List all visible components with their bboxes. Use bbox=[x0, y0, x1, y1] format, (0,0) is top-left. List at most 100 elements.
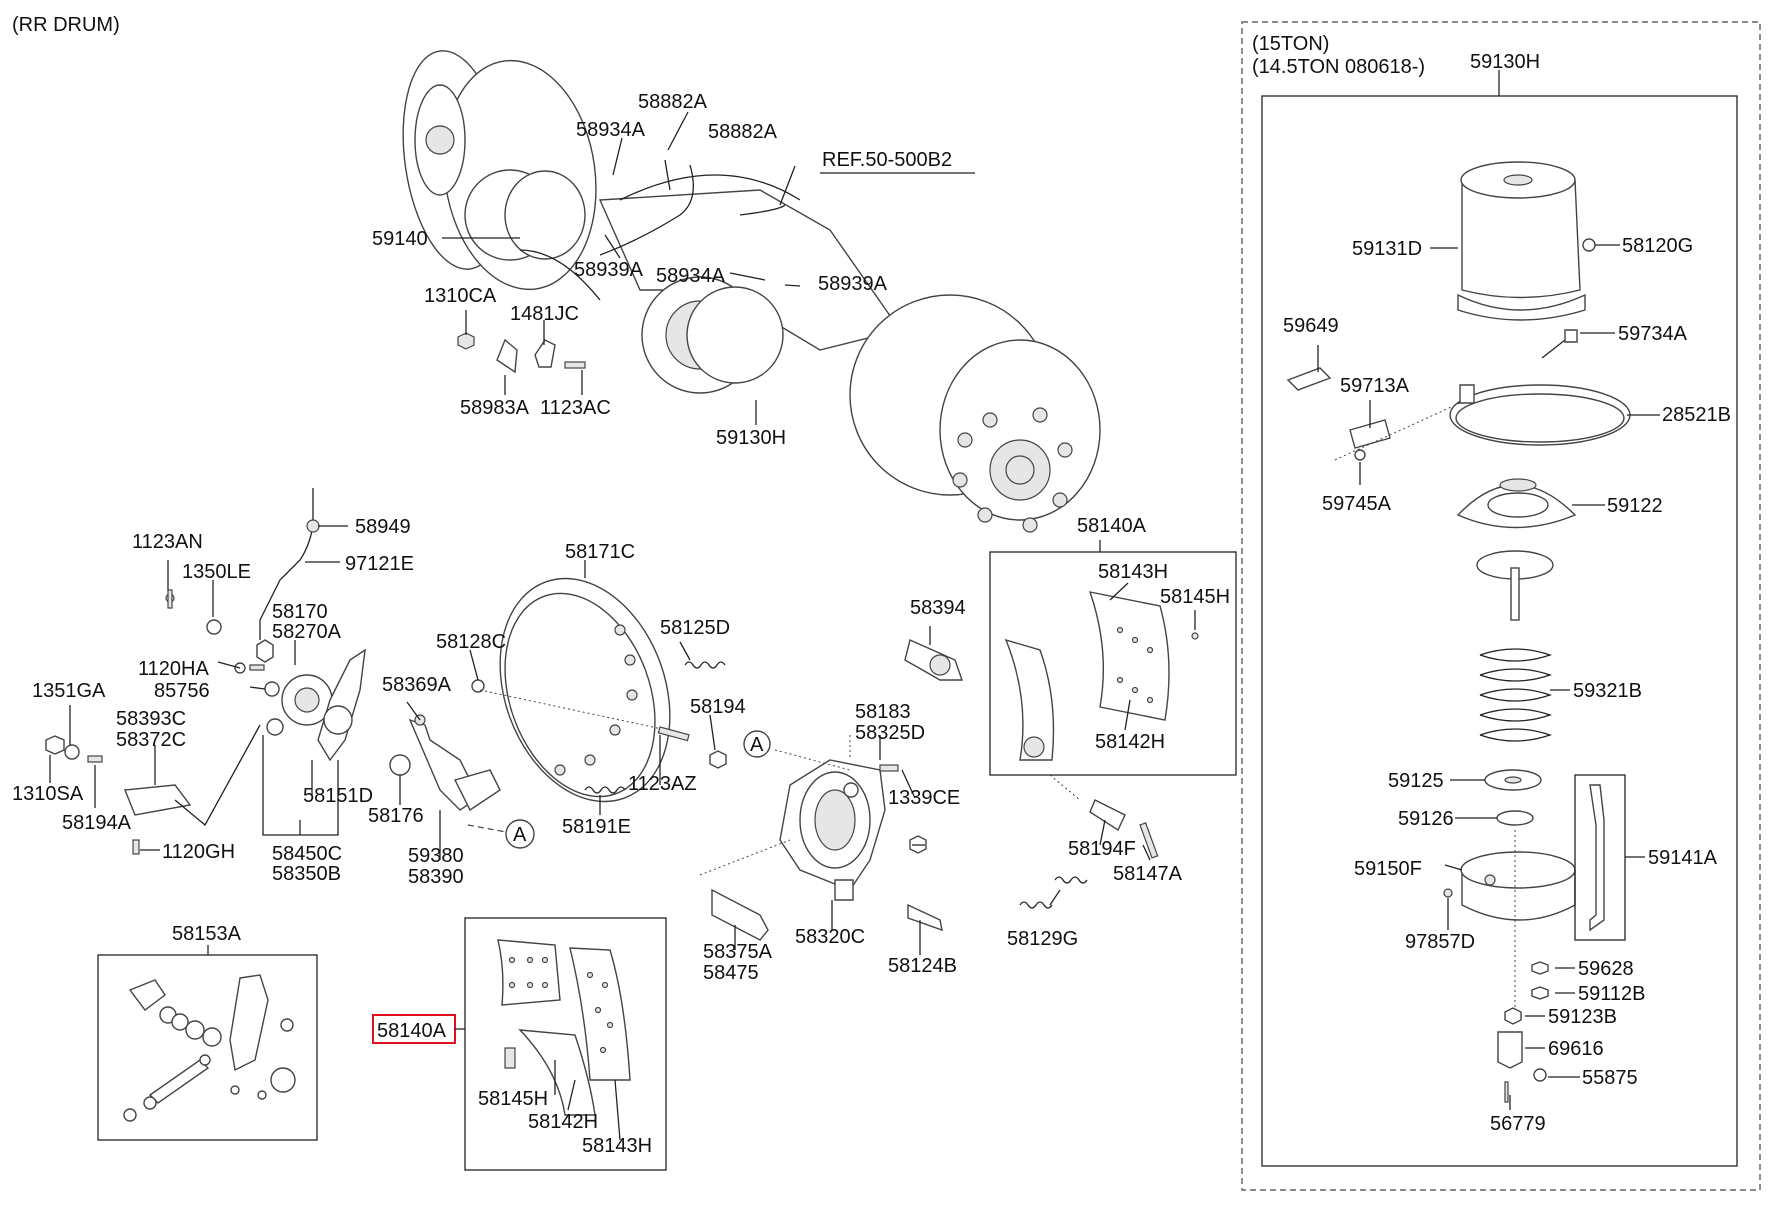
part-label[interactable]: 1310SA bbox=[12, 783, 84, 805]
part-label[interactable]: 58939A bbox=[574, 259, 644, 281]
part-label[interactable]: 58393C bbox=[116, 708, 186, 730]
variant-line-1: (15TON) bbox=[1252, 33, 1329, 55]
part-label[interactable]: 58194 bbox=[690, 696, 746, 718]
part-label[interactable]: 59380 bbox=[408, 845, 464, 867]
part-label[interactable]: 59125 bbox=[1388, 770, 1444, 792]
part-label[interactable]: 1123AC bbox=[540, 397, 611, 419]
part-label[interactable]: 58171C bbox=[565, 541, 635, 563]
brake-spider-icon bbox=[779, 759, 927, 901]
part-label[interactable]: 1351GA bbox=[32, 680, 106, 702]
part-label[interactable]: 58949 bbox=[355, 516, 411, 538]
part-label[interactable]: 97121E bbox=[345, 553, 414, 575]
part-label[interactable]: 58176 bbox=[368, 805, 424, 827]
part-label[interactable]: 58983A bbox=[460, 397, 530, 419]
part-label[interactable]: 59112B bbox=[1578, 983, 1645, 1005]
variant-dashed-box bbox=[1241, 21, 1761, 1191]
part-label[interactable]: 58142H bbox=[528, 1111, 598, 1133]
part-label[interactable]: 58153A bbox=[172, 923, 242, 945]
part-label[interactable]: 58129G bbox=[1007, 928, 1078, 950]
part-label[interactable]: 28521B bbox=[1662, 404, 1731, 426]
part-label[interactable]: 58128C bbox=[436, 631, 506, 653]
camshaft-icon bbox=[711, 639, 1159, 941]
part-label[interactable]: 58934A bbox=[576, 119, 646, 141]
part-label[interactable]: 59123B bbox=[1548, 1006, 1617, 1028]
part-label[interactable]: 58375A bbox=[703, 941, 773, 963]
part-label[interactable]: 59713A bbox=[1340, 375, 1410, 397]
part-label[interactable]: 85756 bbox=[154, 680, 210, 702]
part-label[interactable]: 56779 bbox=[1490, 1113, 1546, 1135]
part-label[interactable]: 59649 bbox=[1283, 315, 1339, 337]
part-label[interactable]: 58183 bbox=[855, 701, 911, 723]
part-label[interactable]: 59321B bbox=[1573, 680, 1642, 702]
part-label[interactable]: 58390 bbox=[408, 866, 464, 888]
part-label[interactable]: 58934A bbox=[656, 265, 726, 287]
part-label[interactable]: 58372C bbox=[116, 729, 186, 751]
part-label[interactable]: 58151D bbox=[303, 785, 373, 807]
lining-kit-box bbox=[464, 917, 667, 1171]
leader-lines bbox=[49, 111, 1660, 1141]
part-label[interactable]: 58320C bbox=[795, 926, 865, 948]
part-label[interactable]: 58120G bbox=[1622, 235, 1693, 257]
part-label[interactable]: 58882A bbox=[708, 121, 778, 143]
part-label[interactable]: 1481JC bbox=[510, 303, 579, 325]
brake-lining-icon bbox=[497, 939, 631, 1116]
part-label[interactable]: 59745A bbox=[1322, 493, 1392, 515]
part-label[interactable]: 58140A bbox=[1077, 515, 1147, 537]
part-label[interactable]: 1310CA bbox=[424, 285, 497, 307]
part-label[interactable]: 59130H bbox=[716, 427, 786, 449]
axle-hardware-icon bbox=[457, 332, 586, 374]
part-label[interactable]: 59150F bbox=[1354, 858, 1422, 880]
part-label[interactable]: 58450C bbox=[272, 843, 342, 865]
part-label[interactable]: 58194F bbox=[1068, 838, 1136, 860]
variant-assembly-label[interactable]: 59130H bbox=[1470, 51, 1540, 73]
part-label[interactable]: 58143H bbox=[582, 1135, 652, 1157]
part-label[interactable]: 97857D bbox=[1405, 931, 1475, 953]
part-label[interactable]: 58145H bbox=[478, 1088, 548, 1110]
part-label[interactable]: 58170 bbox=[272, 601, 328, 623]
part-label[interactable]: REF.50-500B2 bbox=[822, 149, 952, 171]
slack-adjuster-icon bbox=[45, 488, 501, 855]
part-label[interactable]: 59126 bbox=[1398, 808, 1454, 830]
part-label[interactable]: 58143H bbox=[1098, 561, 1168, 583]
ref-marker-a: A bbox=[513, 824, 527, 846]
part-label[interactable]: 58939A bbox=[818, 273, 888, 295]
part-label[interactable]: 59734A bbox=[1618, 323, 1688, 345]
part-label[interactable]: 58394 bbox=[910, 597, 966, 619]
part-label[interactable]: 69616 bbox=[1548, 1038, 1604, 1060]
ref-marker-a-icon bbox=[743, 730, 771, 758]
part-label[interactable]: 58191E bbox=[562, 816, 631, 838]
part-label[interactable]: 1123AZ bbox=[628, 773, 697, 795]
variant-line-2: (14.5TON 080618-) bbox=[1252, 56, 1425, 78]
part-labels: 58882A 58934A 58882A REF.50-500B2 59140 … bbox=[12, 91, 1731, 1157]
part-label[interactable]: 1339CE bbox=[888, 787, 960, 809]
part-label[interactable]: 58142H bbox=[1095, 731, 1165, 753]
part-label[interactable]: 59141A bbox=[1648, 847, 1718, 869]
part-label[interactable]: 58147A bbox=[1113, 863, 1183, 885]
part-label[interactable]: 58270A bbox=[272, 621, 342, 643]
part-label[interactable]: 59131D bbox=[1352, 238, 1422, 260]
highlighted-part-label[interactable]: 58140A bbox=[377, 1020, 447, 1042]
part-label[interactable]: 58350B bbox=[272, 863, 341, 885]
part-label[interactable]: 58369A bbox=[382, 674, 452, 696]
part-label[interactable]: 58325D bbox=[855, 722, 925, 744]
part-label[interactable]: 1120GH bbox=[162, 841, 235, 863]
ref-marker-a-icon bbox=[505, 819, 535, 849]
return-spring-icon bbox=[584, 661, 1088, 909]
part-label[interactable]: 59628 bbox=[1578, 958, 1634, 980]
part-label[interactable]: 58145H bbox=[1160, 586, 1230, 608]
part-label[interactable]: 59140 bbox=[372, 228, 428, 250]
part-label[interactable]: 58882A bbox=[638, 91, 708, 113]
part-label[interactable]: 1120HA bbox=[138, 658, 209, 680]
part-label[interactable]: 58194A bbox=[62, 812, 132, 834]
part-label[interactable]: 58125D bbox=[660, 617, 730, 639]
part-label[interactable]: 58475 bbox=[703, 962, 759, 984]
part-label[interactable]: 55875 bbox=[1582, 1067, 1638, 1089]
part-label[interactable]: 58124B bbox=[888, 955, 957, 977]
backing-plate-icon bbox=[471, 577, 671, 803]
part-label[interactable]: 1123AN bbox=[132, 531, 203, 553]
slack-adjuster-kit-icon bbox=[123, 974, 296, 1122]
brake-shoe-icon bbox=[1004, 591, 1199, 761]
part-label[interactable]: 1350LE bbox=[182, 561, 251, 583]
shoe-kit-box bbox=[989, 551, 1237, 776]
part-label[interactable]: 59122 bbox=[1607, 495, 1663, 517]
